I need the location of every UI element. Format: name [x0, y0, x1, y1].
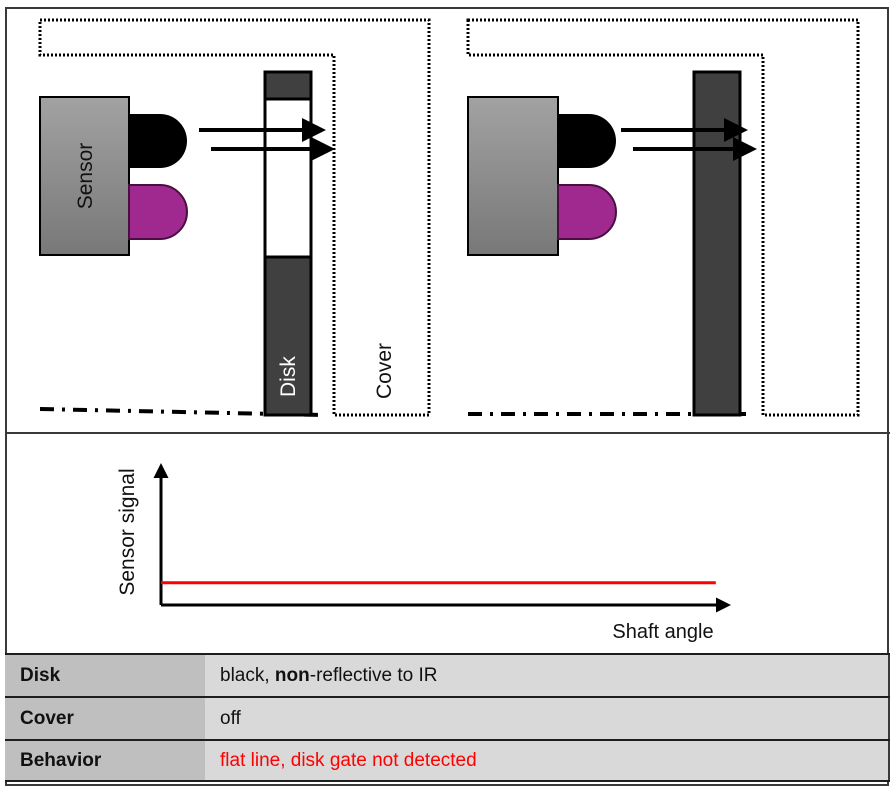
sensor-body	[39, 96, 130, 256]
table-row-cover: Cover off	[5, 696, 890, 739]
row-value-error: flat line, disk gate not detected	[205, 741, 890, 780]
sensor-body	[467, 96, 559, 256]
right-panel	[466, 18, 860, 417]
disk-gate-window	[263, 97, 313, 259]
value-text-post: -reflective to IR	[309, 664, 438, 686]
left-panel: Sensor Disk Cover	[38, 18, 431, 417]
row-label: Cover	[5, 698, 205, 739]
receiver-led-icon	[128, 184, 188, 240]
row-label: Disk	[5, 655, 205, 696]
cover-label: Cover	[373, 343, 396, 399]
cover-outline	[38, 18, 431, 417]
emitter-led-icon	[129, 114, 187, 168]
value-text: flat line, disk gate not detected	[220, 749, 477, 771]
value-text: black,	[220, 664, 275, 686]
disk	[692, 70, 742, 417]
signal-chart: Sensor signal Shaft angle	[116, 463, 731, 643]
row-label: Behavior	[5, 741, 205, 780]
value-text: off	[220, 707, 241, 729]
table-row-disk: Disk black, non-reflective to IR	[5, 653, 890, 696]
figure-frame	[5, 7, 889, 786]
row-value: black, non-reflective to IR	[205, 655, 890, 696]
cover-outline	[466, 18, 860, 417]
x-axis-label: Shaft angle	[612, 621, 713, 643]
row-value: off	[205, 698, 890, 739]
disk-label: Disk	[277, 356, 300, 397]
table-row-behavior: Behavior flat line, disk gate not detect…	[5, 739, 890, 782]
y-axis-label: Sensor signal	[116, 468, 139, 595]
sensor-label: Sensor	[74, 143, 97, 210]
emitter-led-icon	[558, 114, 616, 168]
receiver-led-icon	[557, 184, 617, 240]
value-bold: non	[274, 664, 310, 686]
properties-table: Disk black, non-reflective to IR Cover o…	[5, 653, 890, 782]
